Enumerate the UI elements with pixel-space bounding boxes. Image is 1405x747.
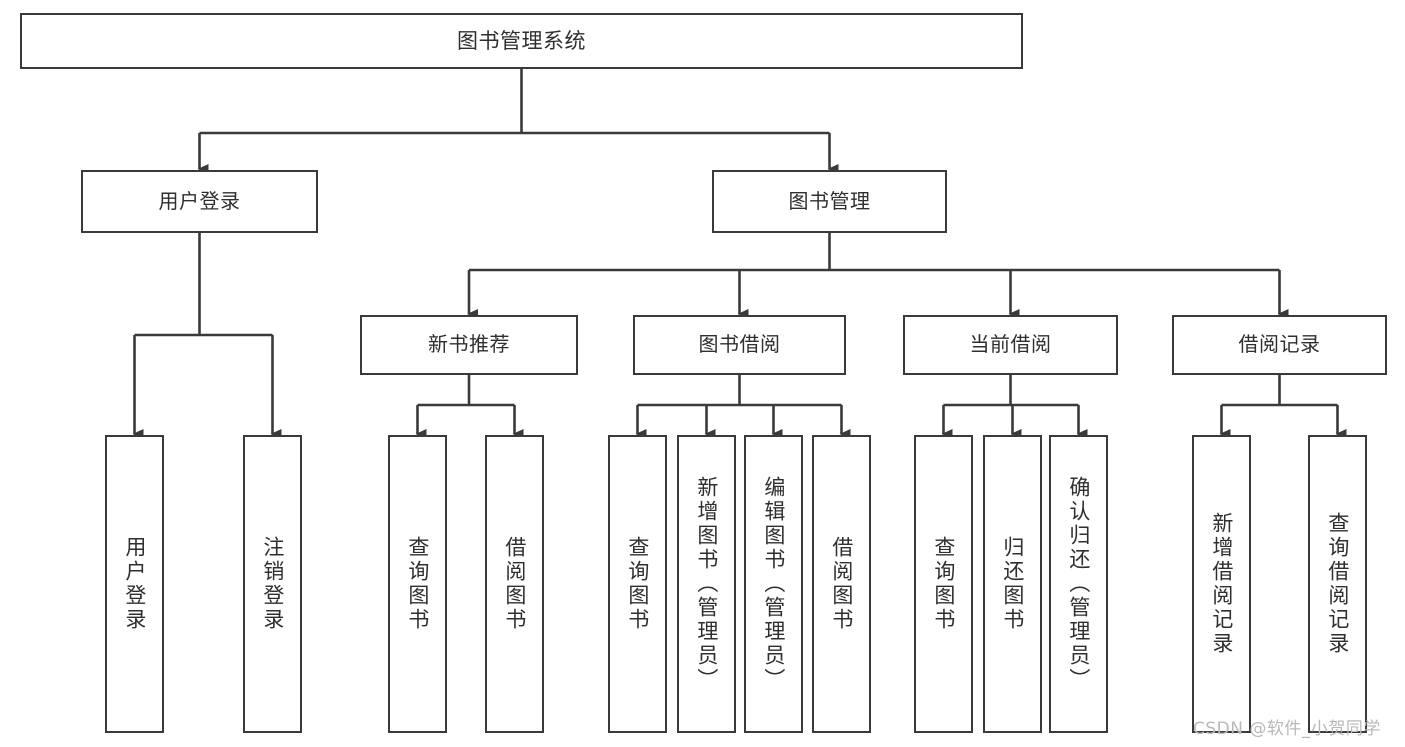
node-l_edit[interactable]: 编辑图书（管理员） <box>744 435 803 733</box>
node-l_userlogin[interactable]: 用户登录 <box>105 435 164 733</box>
node-bookmgmt[interactable]: 图书管理 <box>712 170 947 233</box>
node-label: 新增图书（管理员） <box>694 476 719 692</box>
node-label: 归还图书 <box>1000 536 1025 632</box>
node-label: 新书推荐 <box>428 332 510 357</box>
node-label: 查询图书 <box>625 536 650 632</box>
node-l_borrow1[interactable]: 借阅图书 <box>485 435 544 733</box>
node-label: 查询借阅记录 <box>1325 512 1350 656</box>
node-label: 查询图书 <box>931 536 956 632</box>
node-label: 图书管理系统 <box>457 28 586 53</box>
node-label: 确认归还（管理员） <box>1066 476 1091 692</box>
node-label: 新增借阅记录 <box>1209 512 1234 656</box>
node-label: 注销登录 <box>260 536 285 632</box>
node-login[interactable]: 用户登录 <box>81 170 318 233</box>
node-l_borrow2[interactable]: 借阅图书 <box>812 435 871 733</box>
node-label: 图书管理 <box>788 188 871 213</box>
node-label: 借阅记录 <box>1238 332 1321 357</box>
node-label: 用户登录 <box>158 188 241 213</box>
node-root[interactable]: 图书管理系统 <box>20 13 1023 69</box>
node-l_confirm[interactable]: 确认归还（管理员） <box>1049 435 1108 733</box>
node-label: 当前借阅 <box>969 332 1052 357</box>
node-l_addrec[interactable]: 新增借阅记录 <box>1192 435 1251 733</box>
node-current[interactable]: 当前借阅 <box>903 315 1118 375</box>
node-l_add[interactable]: 新增图书（管理员） <box>677 435 736 733</box>
node-l_query3[interactable]: 查询图书 <box>914 435 973 733</box>
node-newbooks[interactable]: 新书推荐 <box>360 315 578 375</box>
edge-group <box>132 69 1347 439</box>
node-label: 借阅图书 <box>829 536 854 632</box>
node-l_query1[interactable]: 查询图书 <box>388 435 447 733</box>
node-label: 用户登录 <box>122 536 147 632</box>
node-label: 查询图书 <box>405 536 430 632</box>
node-label: 图书借阅 <box>698 332 781 357</box>
node-l_query2[interactable]: 查询图书 <box>608 435 667 733</box>
node-l_logout[interactable]: 注销登录 <box>243 435 302 733</box>
node-l_return[interactable]: 归还图书 <box>983 435 1042 733</box>
node-borrow[interactable]: 图书借阅 <box>633 315 846 375</box>
watermark-csdn: CSDN @软件_小贺同学 <box>1193 719 1381 739</box>
node-l_queryrec[interactable]: 查询借阅记录 <box>1308 435 1367 733</box>
node-label: 借阅图书 <box>502 536 527 632</box>
node-records[interactable]: 借阅记录 <box>1172 315 1387 375</box>
node-label: 编辑图书（管理员） <box>761 476 786 692</box>
